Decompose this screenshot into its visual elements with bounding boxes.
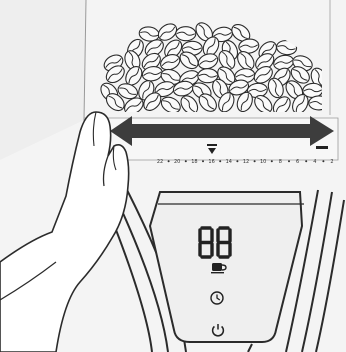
grind-scale-label: 22	[157, 159, 163, 165]
grind-scale-label: 4	[313, 159, 316, 165]
grind-scale-label: 14	[226, 159, 232, 165]
ring-index-mark	[316, 146, 328, 149]
grind-scale-dot	[219, 160, 221, 162]
grind-scale-dot	[322, 160, 324, 162]
grind-scale-label: 8	[279, 159, 282, 165]
coffee-bean	[176, 27, 196, 41]
display-digits-text: 88	[216, 219, 252, 252]
grind-scale-label: 16	[208, 159, 214, 165]
grind-scale-label: 12	[243, 159, 249, 165]
grind-scale-dot	[271, 160, 273, 162]
grind-scale-label: 2	[330, 159, 333, 165]
grind-scale-dot	[288, 160, 290, 162]
grind-scale-label: 20	[174, 159, 180, 165]
grind-scale-label: 10	[260, 159, 266, 165]
grind-scale-dot	[202, 160, 204, 162]
grind-scale-dot	[185, 160, 187, 162]
grind-scale-dot	[305, 160, 307, 162]
grind-scale-dot	[168, 160, 170, 162]
grind-scale-dot	[254, 160, 256, 162]
grind-scale-label: 18	[191, 159, 197, 165]
grind-scale-label: 6	[296, 159, 299, 165]
grind-scale-dot	[236, 160, 238, 162]
